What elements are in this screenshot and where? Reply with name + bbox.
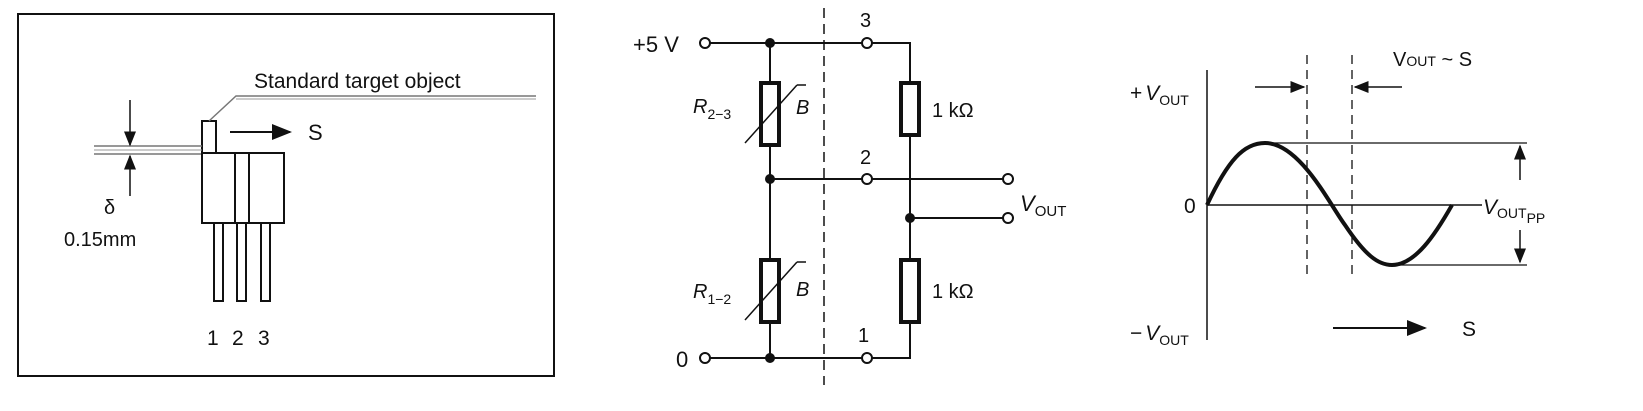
supply-label: +5 V (633, 32, 679, 57)
pin-1-terminal (861, 352, 873, 364)
r12-b-label: B (796, 279, 809, 301)
sensor-package-panel: Standard target object S δ 0.15mm 1 2 3 (17, 13, 555, 377)
output-waveform-panel: +VOUT 0 −VOUT VOUT ~ S VOUTPP S (1130, 49, 1545, 348)
supply-terminal (699, 37, 711, 49)
pin-2-terminal (861, 173, 873, 185)
vout-label: VOUT (1020, 191, 1066, 220)
s-label: S (1462, 318, 1476, 341)
zero-label: 0 (1184, 195, 1196, 218)
standard-target-object (201, 120, 217, 154)
pin-1 (213, 222, 224, 302)
r23-b-label: B (796, 97, 809, 119)
pin-3 (260, 222, 271, 302)
gap-value: 0.15mm (64, 229, 136, 251)
pin-3-terminal (861, 37, 873, 49)
r23-label: R2−3 (693, 96, 731, 122)
fixed-resistor-bottom (899, 258, 921, 324)
target-object-label: Standard target object (254, 70, 461, 93)
junction-bottom (765, 353, 775, 363)
r12-label: R1−2 (693, 281, 731, 307)
delta-symbol: δ (104, 197, 115, 219)
target-leader-line (208, 95, 536, 122)
vout-proportional-label: VOUT ~ S (1393, 49, 1472, 71)
minus-vout-label: −VOUT (1130, 322, 1189, 348)
package-frame (17, 13, 555, 377)
pin-2 (236, 222, 247, 302)
ground-terminal (699, 352, 711, 364)
fixed-resistor-bottom-value: 1 kΩ (932, 281, 974, 303)
bridge-circuit-panel: +5 V 3 R2−3 B 2 R1−2 B 0 1 (633, 8, 1066, 385)
output-sine-wave (1205, 140, 1454, 268)
pin-label-2: 2 (232, 327, 244, 350)
vout-terminal-a (1002, 173, 1014, 185)
pin-1-label: 1 (858, 325, 869, 347)
pin-label-1: 1 (207, 327, 219, 350)
fixed-resistor-top-value: 1 kΩ (932, 100, 974, 122)
pin-2-label: 2 (860, 147, 871, 169)
pin-label-3: 3 (258, 327, 270, 350)
vout-pp-label: VOUTPP (1483, 196, 1545, 226)
vout-terminal-b (1002, 212, 1014, 224)
sensor-center-rib (234, 152, 250, 224)
plus-vout-label: +VOUT (1130, 82, 1189, 108)
pin-3-label: 3 (860, 10, 871, 32)
motion-label: S (308, 120, 323, 145)
fixed-resistor-top (899, 81, 921, 137)
ground-label: 0 (676, 347, 688, 372)
